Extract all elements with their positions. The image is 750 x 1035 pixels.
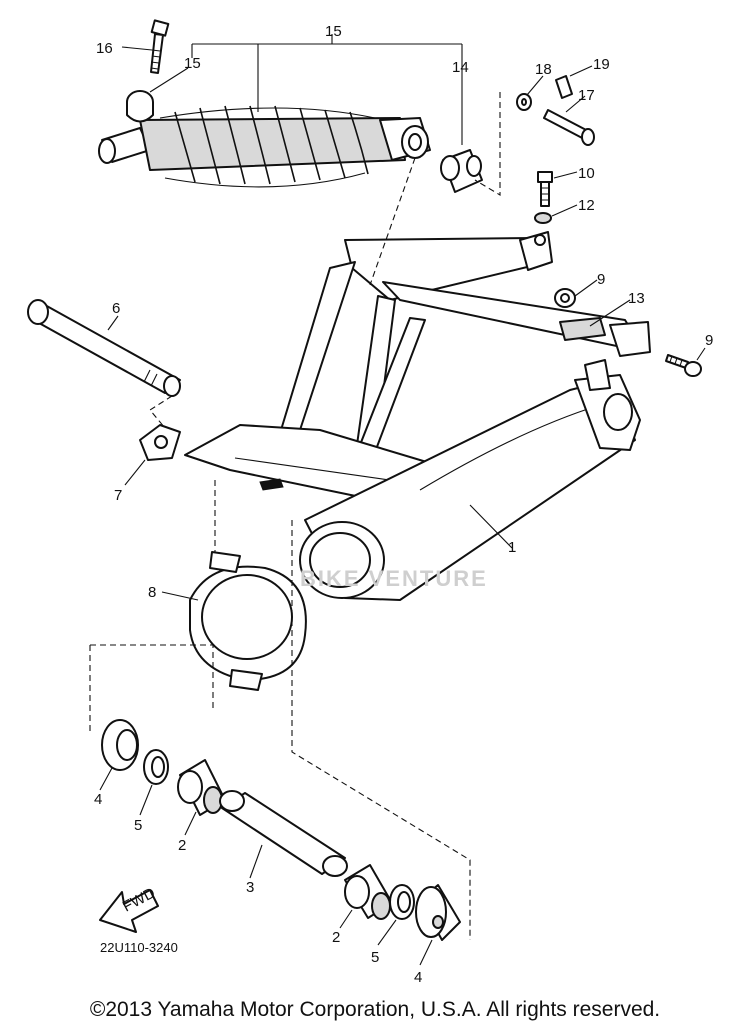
callout-2-left: 2 bbox=[178, 837, 186, 854]
front-direction-arrow: FWD bbox=[99, 884, 159, 933]
callout-4-right: 4 bbox=[414, 969, 422, 986]
watermark: BIKE VENTURE bbox=[300, 566, 488, 591]
callout-17: 17 bbox=[578, 87, 595, 104]
swingarm bbox=[184, 231, 651, 601]
leader-lines bbox=[89, 34, 706, 966]
oil-seal-4-right bbox=[415, 884, 461, 941]
callout-15-right: 14 bbox=[452, 59, 469, 76]
nut-10 bbox=[554, 288, 576, 308]
callout-7: 7 bbox=[114, 487, 122, 504]
drawing-code: 22U110-3240 bbox=[100, 940, 178, 955]
bearing-2-right bbox=[344, 864, 393, 920]
callout-3: 3 bbox=[246, 879, 254, 896]
collar-3 bbox=[219, 790, 348, 877]
callout-13: 13 bbox=[628, 290, 645, 307]
bolt-9 bbox=[665, 354, 702, 377]
callout-4-left: 4 bbox=[94, 791, 102, 808]
callout-8: 8 bbox=[148, 584, 156, 601]
nut-12 bbox=[534, 212, 552, 224]
bolt-16 bbox=[150, 19, 170, 74]
callout-6: 6 bbox=[112, 300, 120, 317]
washer-5-left bbox=[143, 749, 169, 785]
rear-shock-absorber bbox=[98, 105, 431, 188]
callout-11: 10 bbox=[578, 165, 595, 182]
callout-2-right: 2 bbox=[332, 929, 340, 946]
callout-5-left: 5 bbox=[134, 817, 142, 834]
lock-plate-7 bbox=[139, 424, 181, 461]
washer-5-right bbox=[389, 884, 415, 920]
oil-seal-4-left bbox=[101, 719, 139, 771]
callout-12: 12 bbox=[578, 197, 595, 214]
callout-1: 1 bbox=[508, 539, 516, 556]
callout-9: 9 bbox=[705, 332, 713, 349]
cotter-pin-19 bbox=[555, 75, 573, 99]
plate-13 bbox=[559, 317, 606, 341]
callout-14: 15 bbox=[325, 23, 342, 40]
pivot-shaft-6 bbox=[27, 299, 181, 397]
pin-17 bbox=[543, 109, 595, 146]
callout-10: 9 bbox=[597, 271, 605, 288]
callout-19: 19 bbox=[593, 56, 610, 73]
callout-15-left: 15 bbox=[184, 55, 201, 72]
callout-18: 18 bbox=[535, 61, 552, 78]
washer-18 bbox=[516, 93, 532, 111]
callout-5-right: 5 bbox=[371, 949, 379, 966]
callout-16: 16 bbox=[96, 40, 113, 57]
bushing-15-left bbox=[126, 90, 154, 123]
bolt-11 bbox=[537, 171, 553, 207]
bushing-15-right bbox=[440, 149, 483, 193]
callout-labels: 15 16 15 14 18 19 17 10 12 9 13 9 6 7 1 … bbox=[94, 23, 713, 986]
bearing-2-left bbox=[177, 759, 226, 816]
cover-8 bbox=[189, 551, 307, 691]
copyright-notice: ©2013 Yamaha Motor Corporation, U.S.A. A… bbox=[89, 998, 661, 1021]
